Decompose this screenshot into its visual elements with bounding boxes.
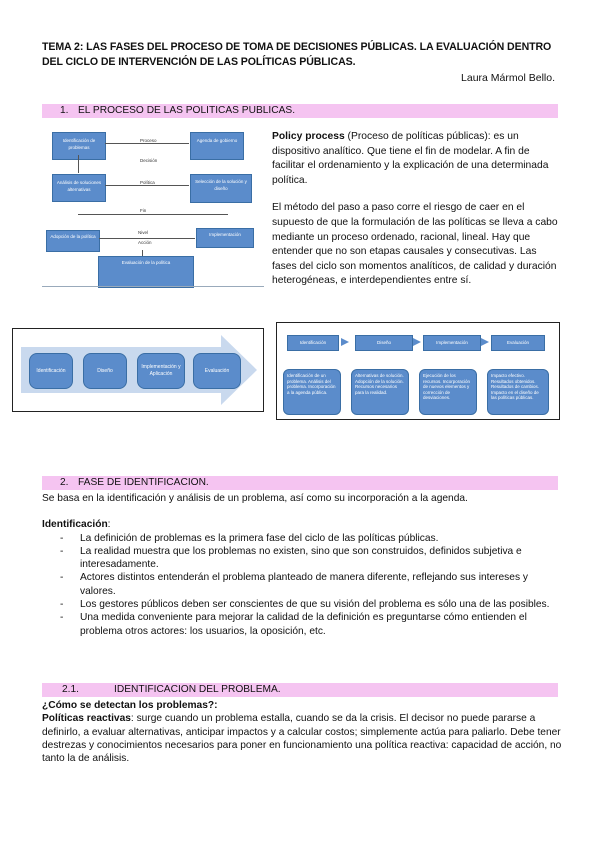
section2-body: Se basa en la identificación y análisis … <box>42 492 562 638</box>
section-title: FASE DE IDENTIFICACION. <box>78 477 209 488</box>
section-title: IDENTIFICACION DEL PROBLEMA. <box>114 684 281 695</box>
stage-box: Implementación y Aplicación <box>137 353 185 389</box>
list-item: La realidad muestra que los problemas no… <box>42 545 562 572</box>
reactive-policies-definition: : surge cuando un problema estalla, cuan… <box>42 713 562 765</box>
flow-arrow <box>78 214 228 215</box>
section-number: 2. <box>60 477 69 488</box>
stages-arrow-diagram: Identificación Diseño Implementación y A… <box>12 328 264 412</box>
flow-arrow <box>105 143 189 144</box>
section21-body: ¿Cómo se detectan los problemas?: Políti… <box>42 699 562 765</box>
flow-label: Decisión <box>140 158 158 163</box>
flow-label: Fin <box>140 208 147 213</box>
stage-header: Evaluación <box>491 335 545 351</box>
flow-box: Selección de la solución y diseño <box>190 174 252 203</box>
policy-flowchart: Identificación de problemas Agenda de go… <box>42 128 264 290</box>
flow-arrow <box>105 185 189 186</box>
section-number: 2.1. <box>62 684 79 695</box>
list-item: La definición de problemas es la primera… <box>42 532 562 546</box>
chevron-arrows <box>341 338 489 346</box>
flow-label: Política <box>140 180 155 185</box>
stages-detail-diagram: Identificación Diseño Implementación Eva… <box>276 322 560 420</box>
section-heading-2-1: 2.1. IDENTIFICACION DEL PROBLEMA. <box>42 683 558 697</box>
flow-box: Implementación <box>196 228 254 248</box>
detection-question: ¿Cómo se detectan los problemas?: <box>42 700 218 711</box>
section-heading-1: 1. EL PROCESO DE LAS POLITICAS PUBLICAS. <box>42 104 558 118</box>
stage-detail: Identificación de un problema. Análisis … <box>283 369 341 415</box>
section-title: EL PROCESO DE LAS POLITICAS PUBLICAS. <box>78 105 296 116</box>
flow-box: Análisis de soluciones alternativas <box>52 174 106 202</box>
stage-box: Diseño <box>83 353 127 389</box>
stage-detail: Ejecución de los recursos. Incorporación… <box>419 369 477 415</box>
stage-detail: Alternativas de solución. Adopción de la… <box>351 369 409 415</box>
document-title: TEMA 2: LAS FASES DEL PROCESO DE TOMA DE… <box>42 41 552 68</box>
section-number: 1. <box>60 105 69 116</box>
flow-label: Proceso <box>140 138 157 143</box>
flow-arrow <box>142 250 143 256</box>
stage-header: Implementación <box>423 335 481 351</box>
policy-process-definition: (Proceso de políticas públicas): es un d… <box>272 131 549 186</box>
identificacion-label: Identificación <box>42 519 108 531</box>
section1-text: Policy process (Proceso de políticas púb… <box>272 130 562 302</box>
flow-box: Agenda de gobierno <box>190 132 244 160</box>
stage-header: Identificación <box>287 335 339 351</box>
list-item: Los gestores públicos deben ser conscien… <box>42 598 562 612</box>
author-name: Laura Mármol Bello. <box>461 72 555 84</box>
list-item: Actores distintos entenderán el problema… <box>42 571 562 598</box>
stage-box: Identificación <box>29 353 73 389</box>
flow-label: Acción <box>138 240 152 245</box>
flow-box: Identificación de problemas <box>52 132 106 160</box>
flow-arrow <box>99 238 195 239</box>
list-item: Una medida conveniente para mejorar la c… <box>42 611 562 638</box>
flow-box: Evaluación de la política <box>98 256 194 288</box>
policy-process-paragraph: Policy process (Proceso de políticas púb… <box>272 130 562 188</box>
stage-detail: Impacto efectivo. Resultados obtenidos. … <box>487 369 549 415</box>
flow-arrow <box>78 155 79 173</box>
identificacion-heading: Identificación: <box>42 518 562 531</box>
flow-label: Nivel <box>138 230 149 235</box>
identificacion-colon: : <box>107 519 111 531</box>
stage-box: Evaluación <box>193 353 241 389</box>
method-paragraph: El método del paso a paso corre el riesg… <box>272 202 558 287</box>
policy-process-term: Policy process <box>272 131 345 142</box>
identificacion-list: La definición de problemas es la primera… <box>42 532 562 638</box>
section-heading-2: 2. FASE DE IDENTIFICACION. <box>42 476 558 490</box>
reactive-policies-paragraph: Políticas reactivas: surge cuando un pro… <box>42 712 562 765</box>
section2-intro: Se basa en la identificación y análisis … <box>42 493 468 504</box>
reactive-policies-term: Políticas reactivas <box>42 713 131 725</box>
stage-header: Diseño <box>355 335 413 351</box>
flow-box: Adopción de la política <box>46 230 100 252</box>
flow-baseline <box>42 286 264 287</box>
